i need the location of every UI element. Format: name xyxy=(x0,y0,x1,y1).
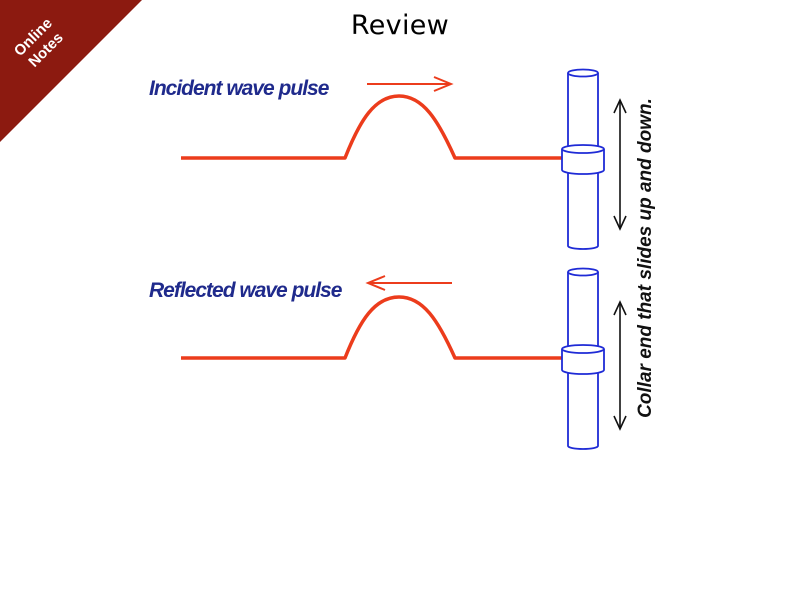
reflected-wave-line xyxy=(181,295,563,360)
reflected-wave-label: Reflected wave pulse xyxy=(149,279,342,302)
collar-caption: Collar end that slides up and down. xyxy=(635,98,656,418)
top-motion-arrow xyxy=(613,98,627,231)
incident-wave-label: Incident wave pulse xyxy=(149,77,329,100)
incident-arrow xyxy=(367,76,454,92)
bottom-collar[interactable] xyxy=(561,344,605,375)
top-collar[interactable] xyxy=(561,144,605,175)
incident-wave xyxy=(181,76,563,160)
reflected-arrow xyxy=(365,275,452,291)
online-notes-badge[interactable]: Online Notes xyxy=(0,0,150,150)
incident-wave-line xyxy=(181,94,563,160)
badge-triangle xyxy=(0,0,142,142)
bottom-motion-arrow xyxy=(613,300,627,431)
slide-title: Review xyxy=(350,10,450,41)
reflected-wave xyxy=(181,275,563,360)
